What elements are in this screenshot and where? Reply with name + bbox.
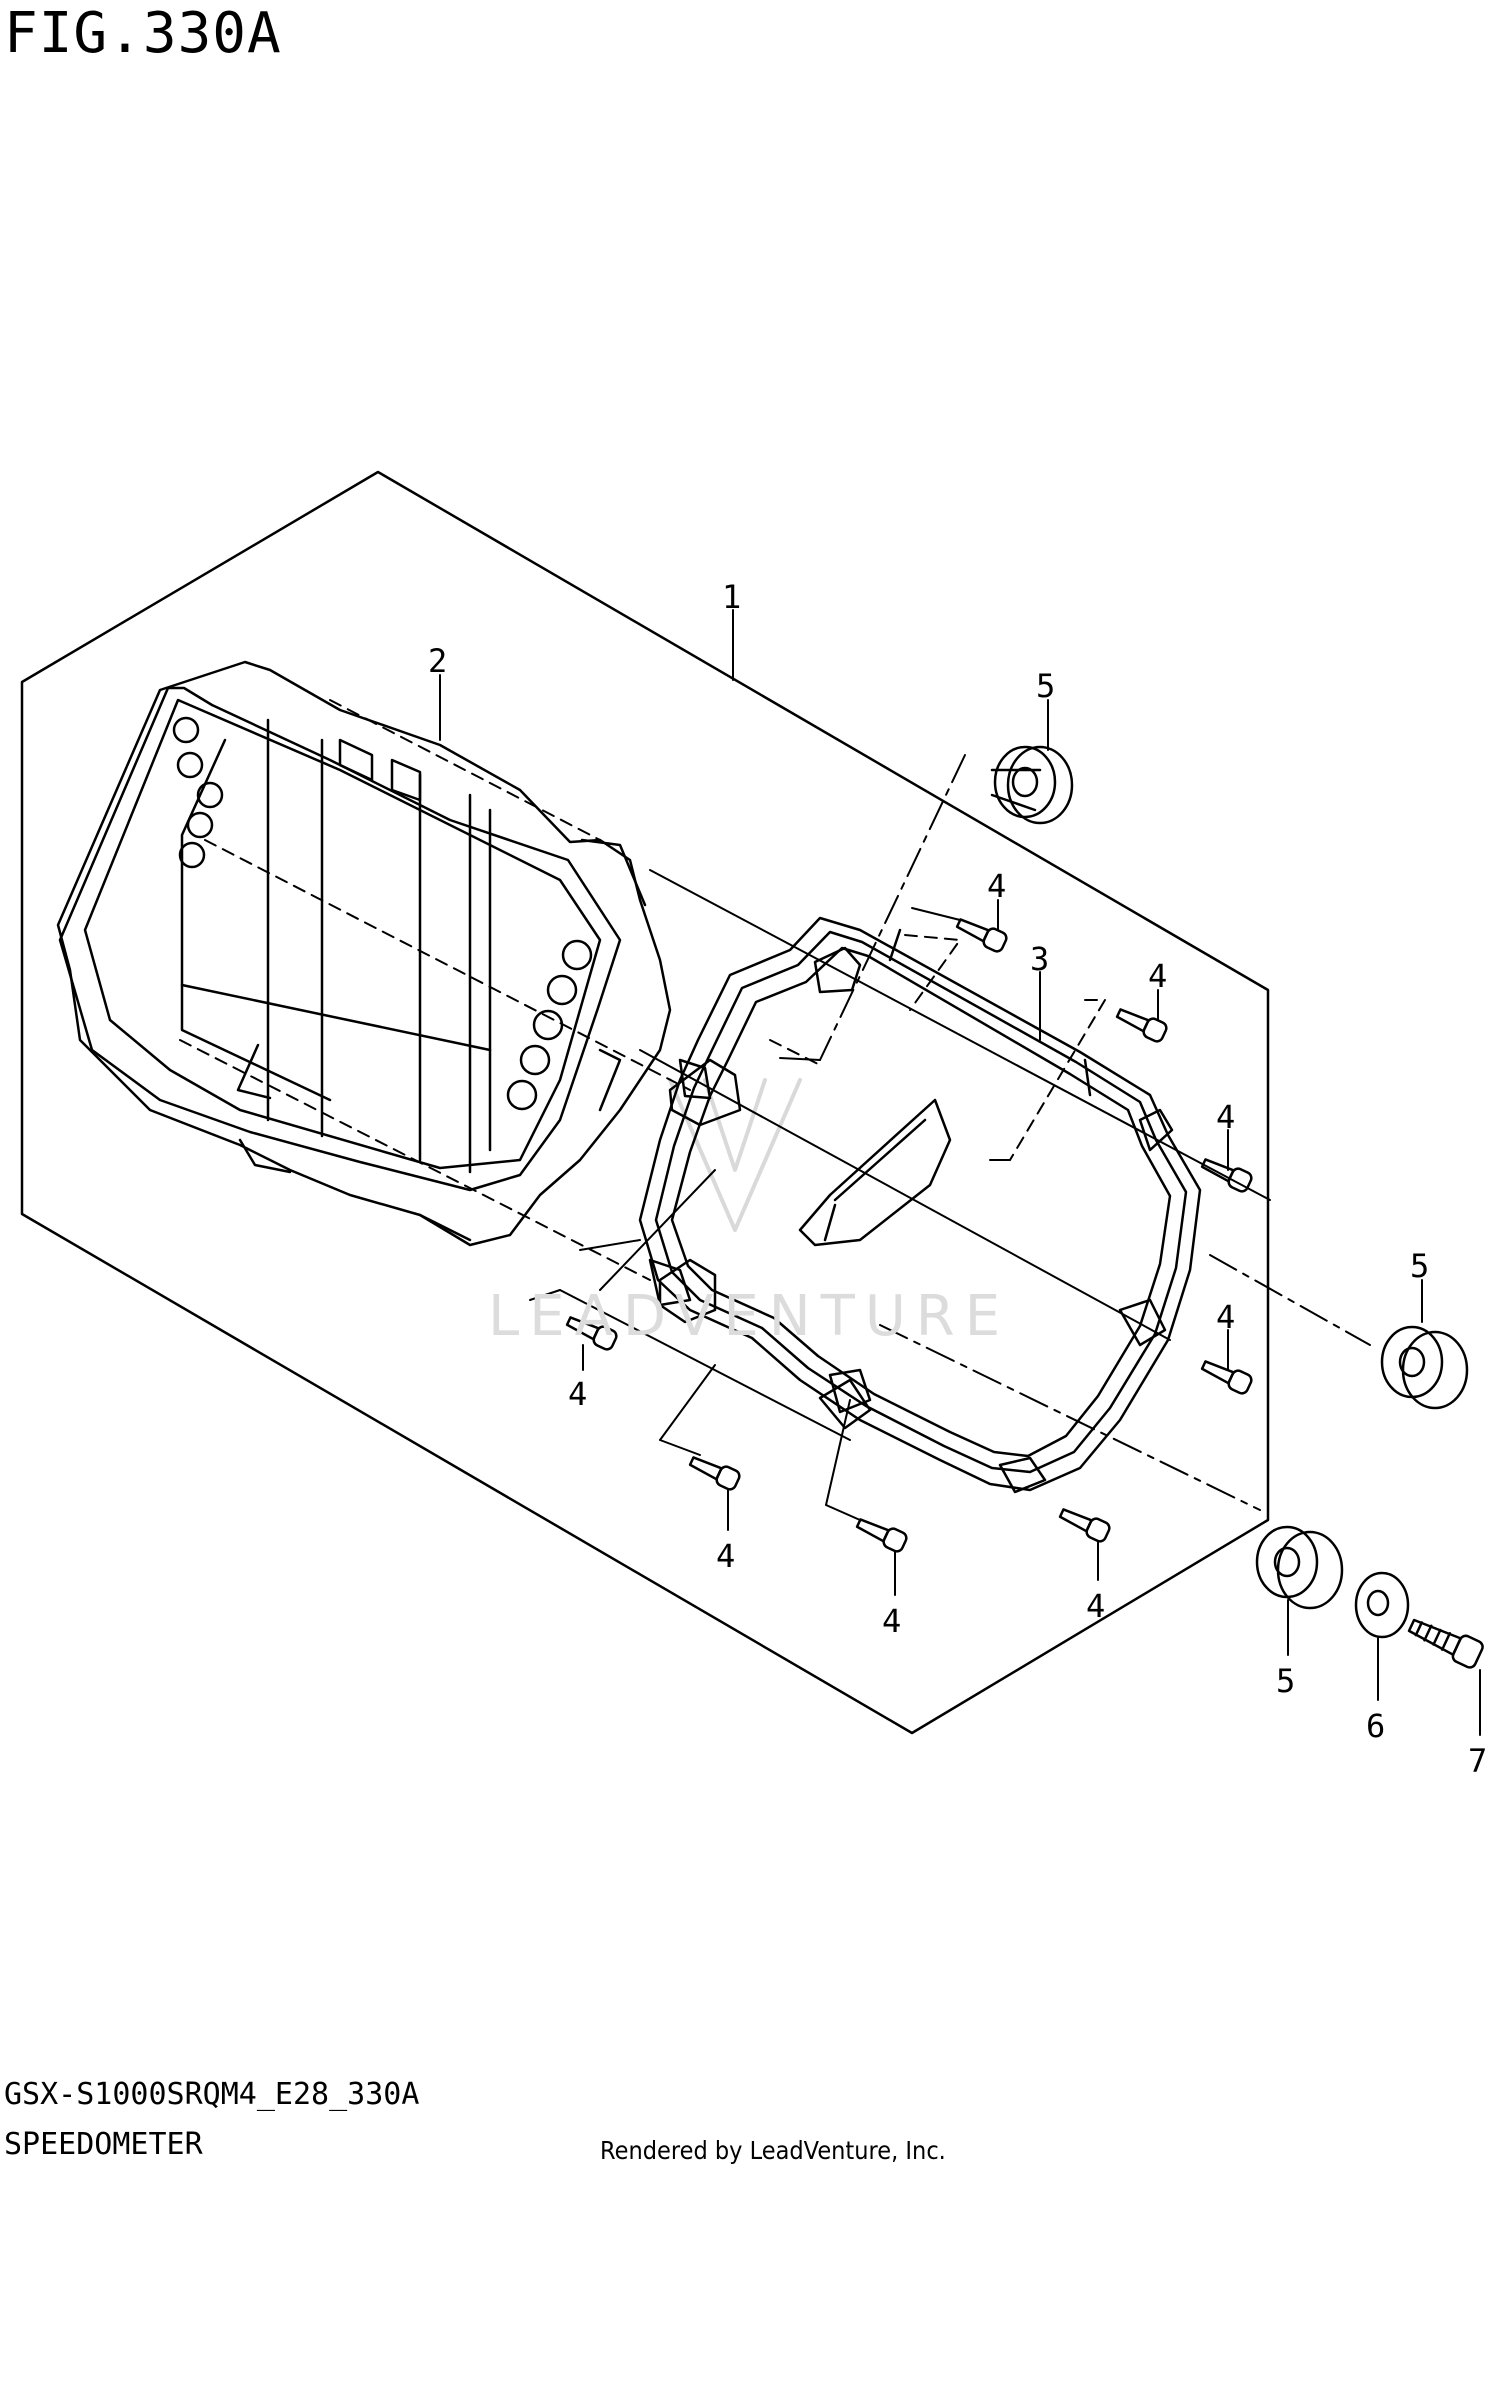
callout-4: 4 (987, 867, 1006, 905)
callout-6: 6 (1366, 1707, 1385, 1745)
section-name: SPEEDOMETER (4, 2127, 203, 2162)
callout-3: 3 (1030, 940, 1049, 978)
grommet-5c (1255, 1525, 1344, 1610)
grommet-5a (990, 745, 1074, 825)
alignment-lines (179, 699, 1371, 1511)
callout-2: 2 (428, 642, 447, 680)
callout-4: 4 (1216, 1098, 1235, 1136)
screw-4c (1200, 1158, 1253, 1193)
grommet-5b (1380, 1325, 1469, 1410)
model-code: GSX-S1000SRQM4_E28_330A (4, 2077, 420, 2112)
callout-4: 4 (1216, 1298, 1235, 1336)
callout-5: 5 (1276, 1662, 1295, 1700)
callout-5: 5 (1410, 1247, 1429, 1285)
screw-group (565, 918, 1253, 1553)
callout-5: 5 (1036, 667, 1055, 705)
screw-4d (1200, 1360, 1253, 1395)
leader-lines (439, 609, 1481, 1736)
washer-6 (1354, 1571, 1410, 1639)
callout-4: 4 (716, 1537, 735, 1575)
screw-4b (1115, 1008, 1168, 1043)
figure-title: FIG.330A (4, 1, 282, 66)
screw-4a (955, 918, 1008, 953)
screw-4h (1058, 1508, 1111, 1543)
callout-4: 4 (1148, 957, 1167, 995)
screw-4e (565, 1316, 618, 1351)
assembly-boundary (20, 470, 1270, 1735)
screw-4f (688, 1456, 741, 1491)
callout-7: 7 (1468, 1742, 1487, 1780)
screw-4g (855, 1518, 908, 1553)
meter-housing (56, 660, 672, 1247)
watermark-text: LEADVENTURE (488, 1284, 1010, 1349)
bolt-7 (1407, 1618, 1484, 1669)
callout-4: 4 (1086, 1587, 1105, 1625)
rendered-by-credit: Rendered by LeadVenture, Inc. (600, 2136, 946, 2165)
callout-1: 1 (722, 578, 741, 616)
watermark-logo (668, 1078, 802, 1232)
callout-4: 4 (882, 1602, 901, 1640)
callout-4: 4 (568, 1375, 587, 1413)
